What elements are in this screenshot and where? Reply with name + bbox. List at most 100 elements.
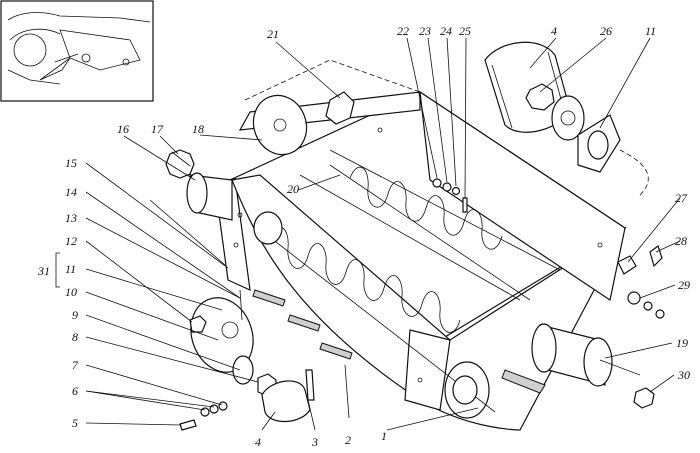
callout-17: 17 bbox=[151, 122, 164, 136]
rivet bbox=[597, 242, 603, 248]
leader-18 bbox=[199, 134, 263, 141]
bearing-housing-19-face bbox=[531, 323, 557, 373]
nut-29 bbox=[643, 301, 653, 311]
callout-5: 5 bbox=[72, 416, 78, 430]
callout-30: 30 bbox=[677, 368, 690, 382]
auger-front-hole bbox=[452, 375, 478, 405]
leader-9 bbox=[85, 314, 241, 371]
callout-16: 16 bbox=[117, 122, 129, 136]
auger-end-hole bbox=[253, 211, 283, 245]
leader-24 bbox=[446, 37, 457, 187]
inset-wheel bbox=[9, 28, 61, 41]
callout-7: 7 bbox=[72, 358, 79, 372]
leader-30 bbox=[649, 374, 675, 393]
nut-29b bbox=[655, 309, 665, 319]
callout-11b: 11 bbox=[65, 262, 76, 276]
shaft-end bbox=[599, 359, 641, 376]
bracket-28 bbox=[649, 245, 663, 268]
bracket-31 bbox=[55, 252, 60, 288]
callout-29: 29 bbox=[678, 278, 690, 292]
inset-arrow bbox=[39, 53, 79, 81]
callout-6: 6 bbox=[72, 384, 78, 398]
leader-3 bbox=[307, 399, 316, 431]
callout-4a: 4 bbox=[551, 24, 557, 38]
right-lower-assembly bbox=[531, 245, 665, 409]
leader-27 bbox=[627, 197, 681, 263]
callout-4b: 4 bbox=[255, 435, 261, 449]
leader-14 bbox=[85, 191, 241, 299]
nut-7 bbox=[218, 401, 228, 411]
callout-22: 22 bbox=[397, 24, 409, 38]
callout-15: 15 bbox=[65, 156, 77, 170]
bearing-housing-face bbox=[186, 172, 208, 214]
washer-6b bbox=[209, 404, 219, 414]
leader-17 bbox=[159, 135, 179, 155]
bearing-housing-19-flange bbox=[583, 337, 613, 387]
flange-plate-18 bbox=[252, 94, 308, 156]
trough-slot-2 bbox=[287, 314, 321, 332]
leader-5 bbox=[85, 422, 181, 426]
leader-11a bbox=[599, 37, 651, 129]
callout-labels: 1 2 3 4 4 5 6 7 8 9 10 11 11 12 13 14 15… bbox=[37, 24, 690, 449]
trough-slot-3 bbox=[319, 342, 353, 360]
auger-upper bbox=[329, 164, 531, 301]
bearing-26-bore bbox=[560, 110, 576, 126]
bracket-27 bbox=[617, 255, 637, 275]
callout-26: 26 bbox=[600, 24, 612, 38]
pin-17 bbox=[171, 151, 191, 167]
cover-4-lower bbox=[261, 380, 311, 423]
pin-14 bbox=[239, 289, 243, 321]
callout-12: 12 bbox=[65, 234, 77, 248]
left-drive-assembly bbox=[149, 199, 315, 431]
callout-8: 8 bbox=[72, 330, 78, 344]
callout-27: 27 bbox=[675, 191, 688, 205]
leader-6 bbox=[85, 390, 206, 411]
callout-2: 2 bbox=[345, 433, 351, 447]
housing-right-end bbox=[419, 90, 626, 301]
rivet bbox=[377, 127, 383, 133]
rivet bbox=[237, 212, 243, 218]
right-drive-assembly bbox=[484, 41, 649, 196]
inset-hopper bbox=[59, 29, 141, 71]
sprocket-26 bbox=[525, 83, 555, 111]
leader-12 bbox=[85, 240, 193, 323]
sprocket-16 bbox=[165, 149, 195, 179]
bolt-5 bbox=[179, 419, 197, 431]
nut-24 bbox=[451, 186, 461, 196]
rivet bbox=[233, 242, 239, 248]
inset-frame bbox=[0, 0, 154, 102]
callout-13: 13 bbox=[65, 211, 77, 225]
callout-20: 20 bbox=[287, 182, 299, 196]
callout-18: 18 bbox=[192, 122, 204, 136]
leader-19 bbox=[604, 342, 673, 359]
auger-flight-lower bbox=[269, 226, 461, 333]
leader-26 bbox=[539, 37, 607, 93]
trough-slot-4 bbox=[501, 369, 546, 394]
trough-inner-lines bbox=[299, 149, 561, 301]
trough-slot-1 bbox=[252, 289, 286, 307]
leader-23 bbox=[427, 37, 448, 183]
leader-6b bbox=[85, 390, 215, 408]
assembly-dash-21 bbox=[244, 59, 421, 101]
hopper-housing bbox=[214, 90, 627, 431]
callout-14: 14 bbox=[65, 185, 77, 199]
inset-view bbox=[0, 0, 154, 102]
leader-2 bbox=[344, 364, 350, 419]
rivet bbox=[417, 377, 423, 383]
leader-25 bbox=[464, 37, 467, 199]
leader-11 bbox=[85, 268, 223, 311]
leader-13 bbox=[85, 217, 241, 299]
leader-28 bbox=[655, 240, 681, 253]
callout-3: 3 bbox=[311, 435, 318, 449]
bearing-21 bbox=[325, 91, 355, 125]
flange-hub bbox=[273, 118, 287, 132]
callout-25: 25 bbox=[459, 24, 471, 38]
callout-10: 10 bbox=[65, 285, 77, 299]
left-bearing-housing bbox=[165, 149, 233, 221]
inset-pivot bbox=[81, 53, 91, 63]
leader-4b bbox=[261, 411, 276, 431]
callout-11a: 11 bbox=[645, 24, 656, 38]
flange-11-bore bbox=[587, 130, 609, 160]
inset-wheel-circle bbox=[13, 33, 47, 67]
